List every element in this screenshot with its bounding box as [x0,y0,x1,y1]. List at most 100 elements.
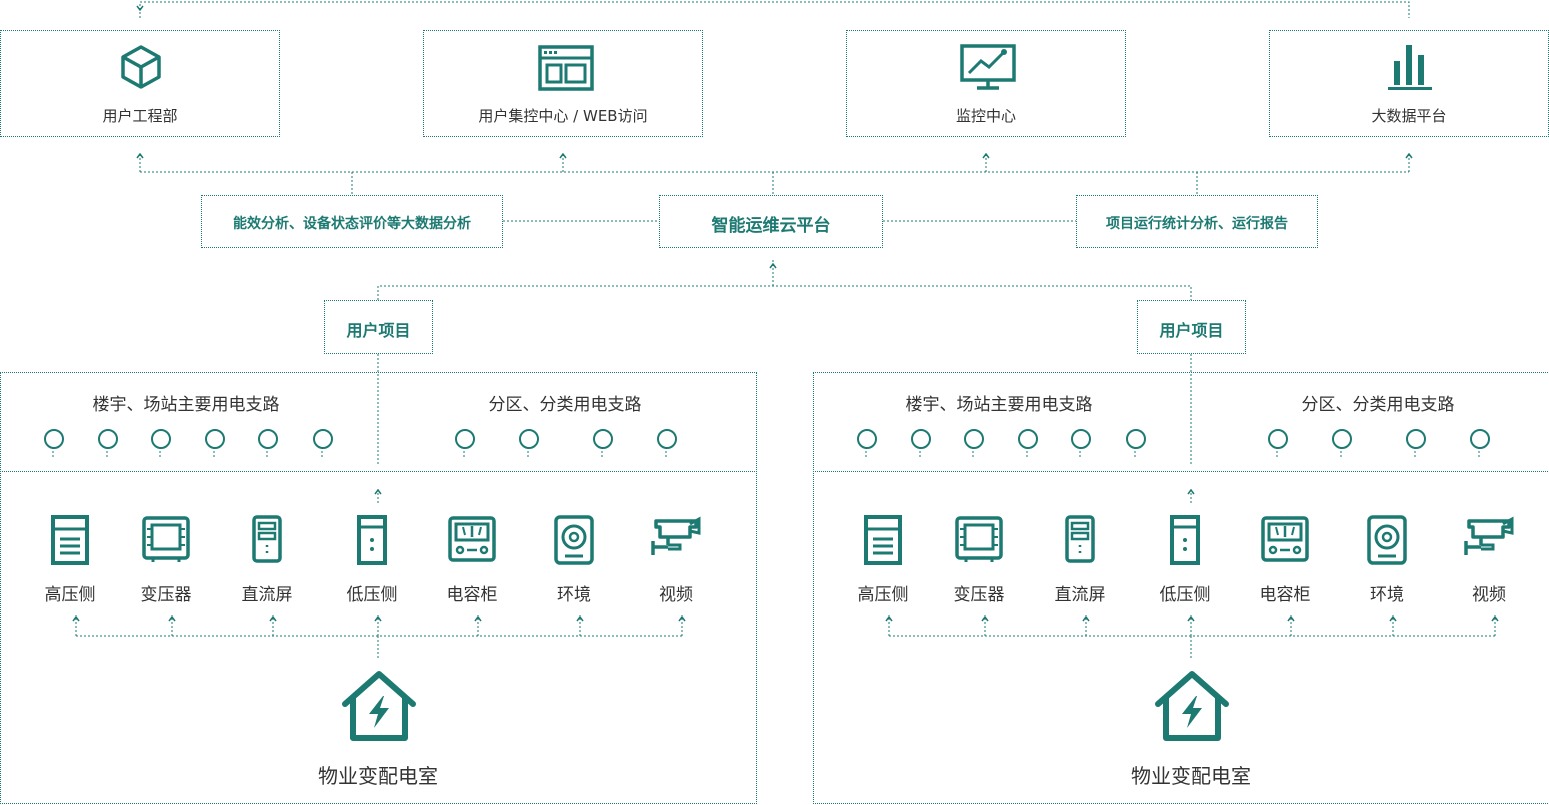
arrow-down-icon [136,5,144,20]
high-voltage-cabinet-icon [50,515,90,565]
device-label: 环境 [1370,585,1404,605]
device-label: 视频 [659,585,693,605]
branch-main-label: 楼宇、场站主要用电支路 [905,395,1093,415]
arrow-up-icon [1082,607,1090,622]
environment-sensor-icon [1366,515,1408,565]
arrow-up-icon [769,254,777,269]
meter-node [1406,429,1426,449]
bar-chart-icon [1384,41,1436,91]
meter-node [911,429,931,449]
top-node-bigdata: 大数据平台 [1269,30,1549,137]
device-label: 低压侧 [346,585,398,605]
meter-node [1018,429,1038,449]
meter-node [1470,429,1490,449]
transformer-icon [954,515,1004,563]
arrow-up-icon [374,607,382,622]
arrow-up-icon [374,480,382,495]
substation-house-icon [1154,670,1230,742]
monitor-chart-icon [959,43,1017,91]
cloud-platform-box: 智能运维云平台 [659,195,883,248]
branch-panel [0,372,757,472]
capacitor-cabinet-icon [1260,515,1310,563]
device-panel [0,471,757,804]
device-label: 高压侧 [857,585,909,605]
device-label: 直流屏 [241,585,293,605]
arrow-up-icon [981,607,989,622]
meter-node [151,429,171,449]
meter-node [205,429,225,449]
project-title-box: 用户项目 [1137,300,1246,354]
substation-house-icon [341,670,417,742]
arrow-up-icon [982,144,990,159]
environment-sensor-icon [553,515,595,565]
device-label: 高压侧 [44,585,96,605]
arrow-up-icon [168,607,176,622]
arrow-up-icon [678,607,686,622]
meter-node [593,429,613,449]
top-node-control-center: 用户集控中心 / WEB访问 [423,30,703,137]
device-label: 电容柜 [446,585,498,605]
branch-zone-label: 分区、分类用电支路 [488,395,642,415]
arrow-up-icon [269,607,277,622]
meter-node [258,429,278,449]
arrow-up-icon [1287,607,1295,622]
meter-node [1126,429,1146,449]
top-node-label: 用户工程部 [102,107,178,125]
top-node-monitor-center: 监控中心 [846,30,1126,137]
meter-node [455,429,475,449]
arrow-up-icon [474,607,482,622]
cube-icon [117,43,165,91]
camera-icon [1463,515,1515,563]
low-voltage-cabinet-icon [1169,515,1201,565]
meter-node [519,429,539,449]
meter-node [1268,429,1288,449]
dc-panel-icon [1064,515,1096,565]
substation-room-label: 物业变配电室 [318,764,438,788]
meter-node [657,429,677,449]
branch-panel [813,372,1549,472]
top-node-label: 用户集控中心 / WEB访问 [478,107,648,125]
meter-node [857,429,877,449]
project-title-box: 用户项目 [324,300,433,354]
arrow-up-icon [1491,607,1499,622]
arrow-up-icon [576,607,584,622]
device-label: 直流屏 [1054,585,1106,605]
transformer-icon [141,515,191,563]
top-node-label: 大数据平台 [1371,107,1447,125]
analysis-box: 能效分析、设备状态评价等大数据分析 [201,195,503,248]
top-node-label: 监控中心 [955,107,1016,125]
camera-icon [650,515,702,563]
branch-zone-label: 分区、分类用电支路 [1301,395,1455,415]
arrow-up-icon [885,607,893,622]
meter-node [964,429,984,449]
project-title: 用户项目 [346,321,411,340]
meter-node [313,429,333,449]
low-voltage-cabinet-icon [356,515,388,565]
arrow-up-icon [1389,607,1397,622]
device-label: 低压侧 [1159,585,1211,605]
device-label: 电容柜 [1259,585,1311,605]
device-label: 视频 [1472,585,1506,605]
capacitor-cabinet-icon [447,515,497,563]
browser-window-icon [538,45,594,91]
arrow-up-icon [72,607,80,622]
report-box: 项目运行统计分析、运行报告 [1076,195,1318,248]
arrow-up-icon [1405,144,1413,159]
device-label: 环境 [557,585,591,605]
top-node-engineering: 用户工程部 [0,30,280,137]
arrow-up-icon [1187,480,1195,495]
meter-node [44,429,64,449]
branch-main-label: 楼宇、场站主要用电支路 [92,395,280,415]
device-label: 变压器 [953,585,1005,605]
arrow-up-icon [1187,607,1195,622]
meter-node [1071,429,1091,449]
dc-panel-icon [251,515,283,565]
arrow-up-icon [136,144,144,159]
arrow-up-icon [559,144,567,159]
device-label: 变压器 [140,585,192,605]
meter-node [1332,429,1352,449]
device-panel [813,471,1549,804]
project-title: 用户项目 [1159,321,1224,340]
meter-node [98,429,118,449]
high-voltage-cabinet-icon [863,515,903,565]
